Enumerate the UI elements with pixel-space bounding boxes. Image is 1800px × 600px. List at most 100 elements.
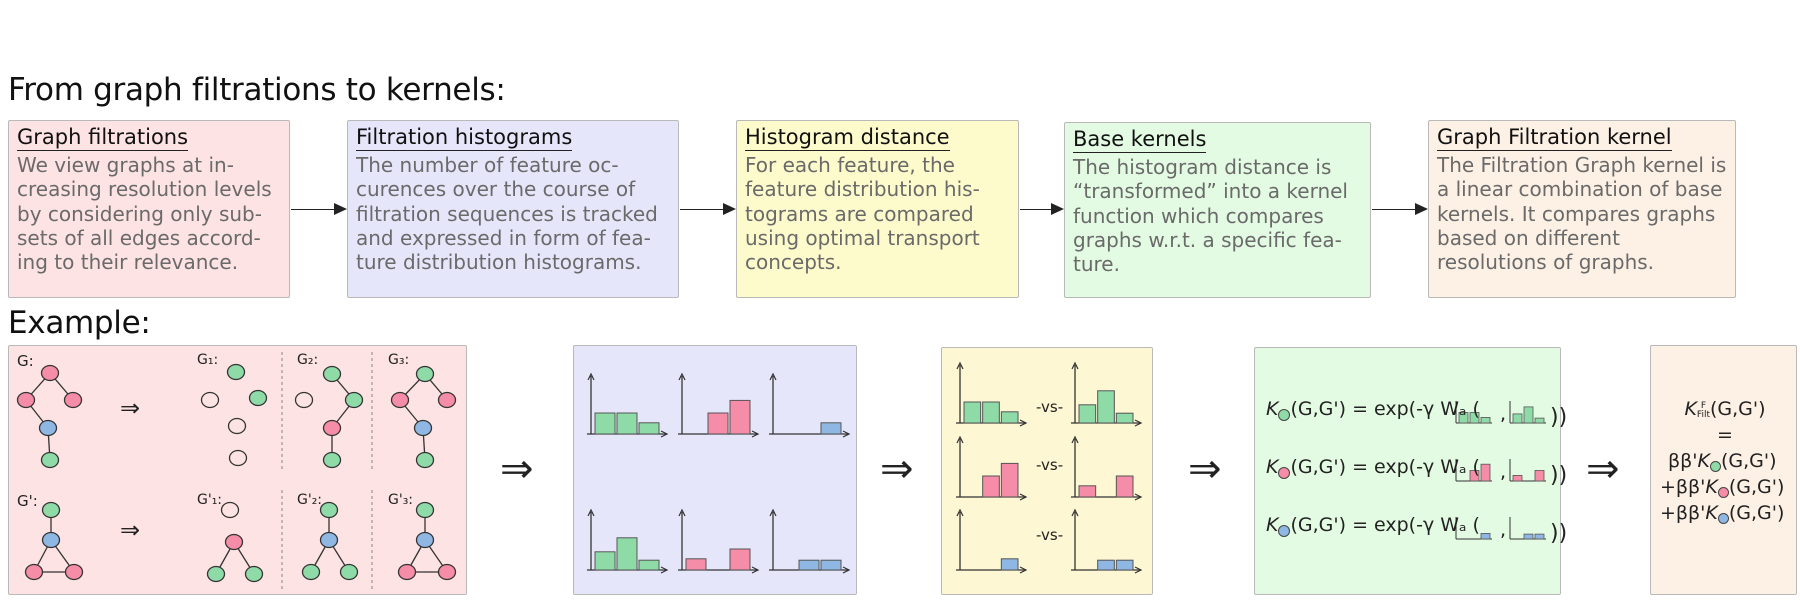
step-description: The Filtration Graph kernel is a linear …	[1437, 153, 1727, 275]
mini-histogram-bar	[1480, 416, 1491, 424]
kernel-exp: = exp(-γ Wₐ (	[1352, 398, 1480, 420]
graph-node	[415, 531, 435, 549]
step-title: Filtration histograms	[356, 125, 573, 151]
step-description: The number of feature oc­curences over t…	[356, 153, 658, 275]
mini-histogram-bar	[1534, 470, 1545, 482]
graph-node	[437, 563, 457, 581]
histogram-bar	[1000, 462, 1019, 498]
graph-node-empty	[294, 391, 314, 409]
graph-step-label: G'₁:	[197, 492, 223, 508]
formula-close-parens: ))	[1550, 405, 1567, 430]
base-kernel-formula-blue: K(G,G') = exp(-γ Wₐ (	[1266, 514, 1480, 537]
axis-arrow-icon	[1134, 493, 1143, 501]
graph-gp-label: G':	[17, 492, 38, 510]
axis-arrow-icon	[1019, 566, 1028, 574]
axis-arrow-icon	[1134, 566, 1143, 574]
mini-histogram-bar	[1458, 412, 1469, 424]
flow-arrow	[291, 203, 347, 215]
graph-node	[413, 419, 433, 437]
axis-arrow-icon	[956, 435, 964, 444]
step-title: Graph filtrations	[17, 125, 189, 151]
graph-node	[319, 501, 339, 519]
page-title: From graph filtrations to kernels:	[8, 72, 506, 108]
green-node-icon	[1278, 409, 1291, 421]
filtration-kernel-term-green: ββ'K(G,G')	[1668, 450, 1777, 472]
filtration-kernel-term-pink: +ββ'K(G,G')	[1660, 476, 1785, 498]
graph-node-empty	[227, 417, 247, 435]
step-graph-filtration-kernel: Graph Filtration kernel The Filtration G…	[1428, 120, 1736, 298]
step-base-kernels: Base kernels The histogram distance is “…	[1064, 122, 1371, 298]
histogram-bar	[1097, 559, 1115, 571]
graph-node	[16, 391, 36, 409]
axis-arrow-icon	[1134, 419, 1143, 427]
graph-step-label: G₂:	[297, 352, 319, 368]
mini-histogram-bar	[1523, 533, 1534, 540]
blue-node-icon	[1717, 513, 1729, 524]
filtration-kernel-term-blue: +ββ'K(G,G')	[1660, 502, 1785, 524]
axis-arrow-icon	[678, 372, 686, 381]
pink-node-icon	[1278, 467, 1291, 479]
histogram-bar	[638, 422, 660, 435]
double-arrow-icon: ⇒	[1188, 446, 1222, 492]
graph-node	[339, 563, 359, 581]
graph-g-label: G:	[17, 352, 34, 370]
histogram-bar	[982, 401, 1000, 424]
kernel-exp: = exp(-γ Wₐ (	[1352, 456, 1480, 478]
histogram-bar	[1115, 559, 1134, 571]
formula-close-parens: ))	[1550, 463, 1567, 488]
mini-histogram-bar	[1512, 413, 1523, 424]
graph-step-label: G'₃:	[388, 492, 414, 508]
axis-arrow-icon	[956, 508, 964, 517]
histogram-bar	[616, 537, 638, 571]
axis-arrow-icon	[769, 372, 777, 381]
graph-node	[244, 565, 264, 583]
graph-node	[415, 451, 435, 469]
graph-node	[40, 451, 60, 469]
axis-arrow-icon	[660, 566, 669, 574]
mini-histogram-bar	[1512, 474, 1523, 482]
example-heading: Example:	[8, 305, 151, 341]
formula-close-parens: ))	[1550, 521, 1567, 546]
base-kernel-formula-green: K(G,G') = exp(-γ Wₐ (	[1266, 398, 1480, 421]
vs-label: -vs-	[1036, 526, 1064, 544]
base-kernel-formula-pink: K(G,G') = exp(-γ Wₐ (	[1266, 456, 1480, 479]
histogram-bar	[729, 399, 751, 435]
double-arrow-icon: ⇒	[880, 446, 914, 492]
graph-step-label: G₁:	[197, 352, 219, 368]
graph-node	[322, 451, 342, 469]
histogram-bar	[820, 559, 842, 571]
mini-histogram-bar	[1534, 417, 1545, 424]
small-double-arrow-icon: ⇒	[120, 394, 141, 422]
step-description: We view graphs at in­creasing resolution…	[17, 153, 272, 275]
blue-node-icon	[1278, 525, 1291, 537]
graph-node	[226, 363, 246, 381]
flow-arrow	[1372, 203, 1428, 215]
step-title: Base kernels	[1073, 127, 1207, 153]
graph-node	[63, 391, 83, 409]
axis-arrow-icon	[751, 566, 760, 574]
graph-node	[397, 563, 417, 581]
axis-arrow-icon	[1071, 435, 1079, 444]
histogram-bar	[1115, 475, 1134, 498]
graph-node	[41, 531, 61, 549]
step-description: For each feature, the feature distributi…	[745, 153, 980, 275]
step-filtration-histograms: Filtration histograms The number of feat…	[347, 120, 679, 298]
mini-histogram-bar	[1523, 406, 1534, 424]
small-double-arrow-icon: ⇒	[120, 516, 141, 544]
step-title: Histogram distance	[745, 125, 950, 151]
flow-arrow	[680, 203, 736, 215]
histogram-bar	[798, 559, 820, 571]
mini-histogram-bar	[1469, 412, 1480, 424]
graph-node	[248, 389, 268, 407]
graph-node-empty	[200, 391, 220, 409]
green-node-icon	[1709, 461, 1721, 472]
formula-comma: ,	[1500, 461, 1506, 483]
graph-node	[390, 391, 410, 409]
graph-node	[206, 565, 226, 583]
axis-arrow-icon	[769, 508, 777, 517]
kernel-args: (G,G')	[1290, 514, 1347, 536]
axis-arrow-icon	[587, 508, 595, 517]
